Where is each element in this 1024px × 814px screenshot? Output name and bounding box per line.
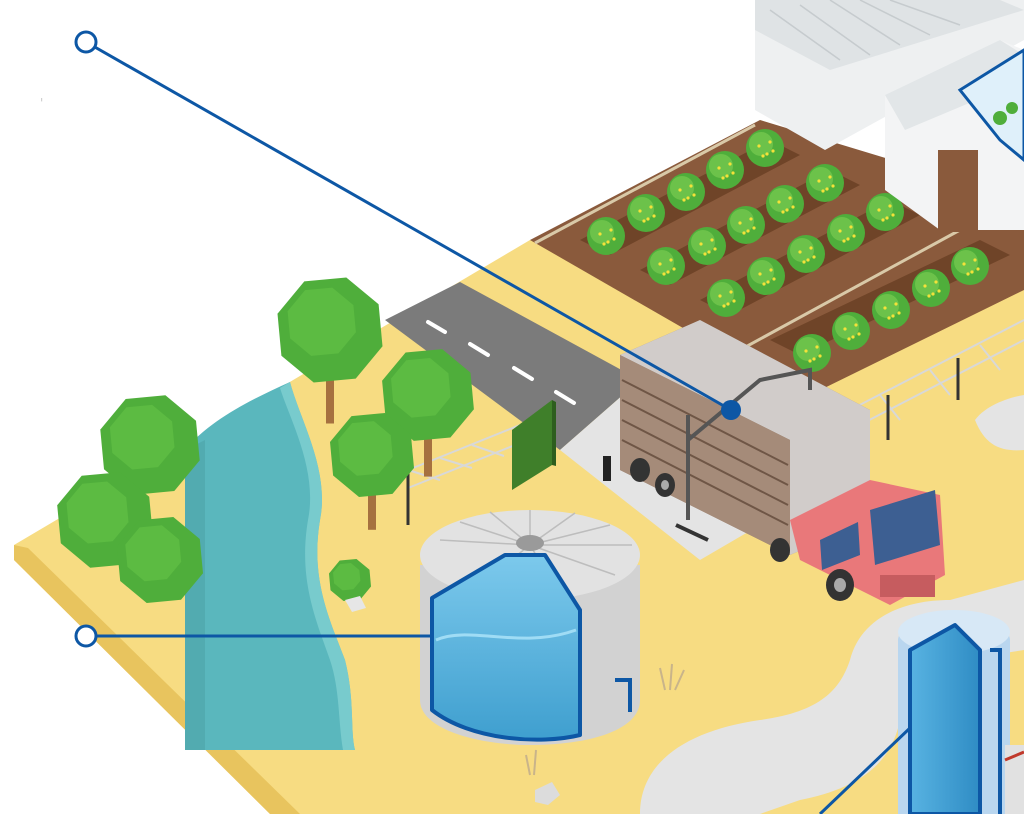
crop-bush [832, 312, 870, 350]
water-tower [898, 610, 1024, 814]
tree [100, 395, 200, 495]
crop-bush [912, 269, 950, 307]
crop-bush [627, 194, 665, 232]
rocks-and-grass [345, 596, 685, 805]
greenhouse [755, 0, 1024, 232]
crop-bush [793, 334, 831, 372]
crop-bushes [587, 129, 989, 372]
crop-bush [747, 257, 785, 295]
tree [277, 277, 383, 424]
crop-bush [827, 214, 865, 252]
crop-bush [746, 129, 784, 167]
tree [117, 517, 203, 603]
callout-lines [74, 30, 912, 814]
tree [382, 349, 474, 477]
callout-line-tower [818, 726, 912, 814]
water-transport-truck [603, 320, 945, 605]
crop-bush [951, 247, 989, 285]
gate [512, 400, 556, 490]
crop-bush [647, 247, 685, 285]
crop-bush [707, 279, 745, 317]
crop-bush [667, 173, 705, 211]
crop-bush [866, 193, 904, 231]
crop-bush [766, 185, 804, 223]
trees [57, 277, 474, 603]
water-storage-tank [420, 510, 640, 745]
stray-mark: ' [40, 96, 44, 110]
callout-marker-storage-tank[interactable] [74, 624, 98, 648]
river [185, 382, 355, 750]
crop-bush [806, 164, 844, 202]
tree [330, 413, 414, 530]
crop-bush [787, 235, 825, 273]
crop-bush [587, 217, 625, 255]
callout-marker-truck[interactable] [74, 30, 98, 54]
callout-dot-truck [721, 400, 741, 420]
tree [329, 559, 371, 601]
crop-bush [872, 291, 910, 329]
crop-bush [688, 227, 726, 265]
crop-bush [706, 151, 744, 189]
crop-bush [727, 206, 765, 244]
